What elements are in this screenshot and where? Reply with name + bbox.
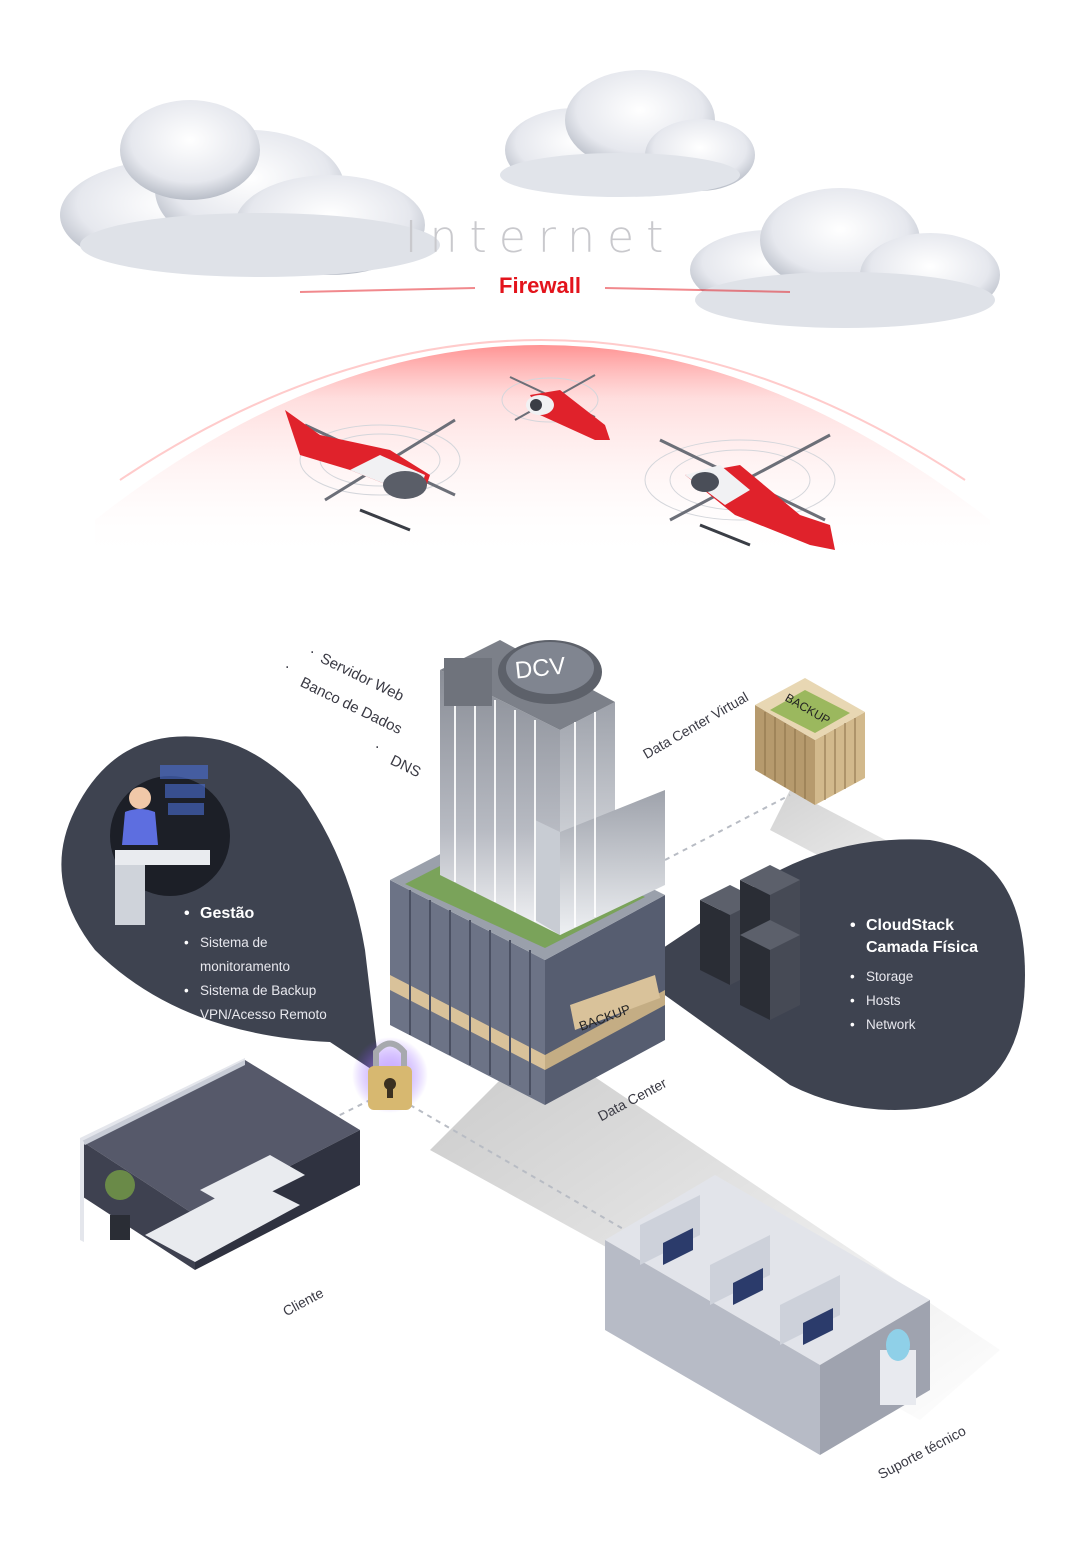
management-item-vpn: VPN/Acesso Remoto xyxy=(184,1003,380,1027)
physical-item-hosts: Hosts xyxy=(850,989,1016,1013)
operator-illustration xyxy=(115,765,210,925)
management-item-monitoring-line1: Sistema de xyxy=(184,931,380,955)
server-rack-icon xyxy=(700,865,800,1020)
service-bullet: · xyxy=(310,645,315,661)
helicopter-icon xyxy=(285,410,461,532)
support-center xyxy=(605,1175,930,1455)
internet-label: Internet xyxy=(404,212,676,263)
helicopter-icon xyxy=(644,433,836,550)
data-center-building xyxy=(390,640,665,1105)
firewall-dome xyxy=(95,345,990,560)
management-panel: Gestão Sistema de monitoramento Sistema … xyxy=(184,905,380,1027)
lock-icon xyxy=(352,1037,428,1113)
physical-title-line1: CloudStack xyxy=(850,915,1016,937)
dcv-logo: DCV xyxy=(513,652,567,685)
physical-panel: CloudStack Camada Física Storage Hosts N… xyxy=(850,915,1016,1037)
cloud-icon xyxy=(500,70,755,197)
firewall-label: Firewall xyxy=(499,273,581,298)
virtual-data-center xyxy=(755,678,865,805)
management-item-monitoring-line2: monitoramento xyxy=(200,959,291,974)
helicopter-icon xyxy=(501,374,610,440)
management-title: Gestão xyxy=(184,905,380,923)
management-item-backup: Sistema de Backup xyxy=(184,979,380,1003)
physical-title-line2: Camada Física xyxy=(866,939,979,956)
service-bullet: · xyxy=(375,740,380,756)
service-bullet: · xyxy=(285,660,290,676)
client-office xyxy=(80,1058,360,1270)
physical-item-storage: Storage xyxy=(850,965,1016,989)
physical-item-network: Network xyxy=(850,1013,1016,1037)
cloud-icon xyxy=(60,100,440,277)
